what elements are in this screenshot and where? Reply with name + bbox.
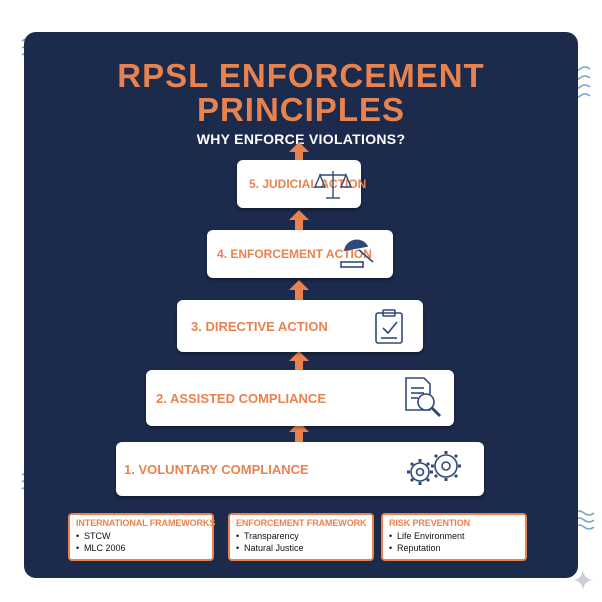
card-risk-prevention: RISK PREVENTION Life Environment Reputat… xyxy=(381,513,527,561)
gavel-icon xyxy=(337,236,377,277)
card-item: STCW xyxy=(76,530,206,542)
arrow-up-icon xyxy=(289,351,309,376)
sparkle-icon xyxy=(572,569,594,596)
arrow-up-icon xyxy=(289,210,309,235)
card-item: Reputation xyxy=(389,542,519,554)
step-label: 1. VOLUNTARY COMPLIANCE xyxy=(124,461,309,477)
arrow-up-icon xyxy=(289,280,309,305)
card-enforcement-framework: ENFORCEMENT FRAMEWORK Transparency Natur… xyxy=(228,513,374,561)
card-item: Transparency xyxy=(236,530,366,542)
clipboard-check-icon xyxy=(373,308,407,351)
card-item: MLC 2006 xyxy=(76,542,206,554)
card-title: ENFORCEMENT FRAMEWORK xyxy=(236,518,367,528)
document-search-icon xyxy=(402,376,444,425)
step-judicial-action: 5. JUDICIAL ACTION xyxy=(237,160,366,208)
card-title: INTERNATIONAL FRAMEWORKS xyxy=(76,518,216,528)
title-line-1: RPSL ENFORCEMENT xyxy=(117,57,485,94)
step-label: 2. ASSISTED COMPLIANCE xyxy=(156,390,326,406)
step-directive-action: 3. DIRECTIVE ACTION xyxy=(177,300,423,352)
title-line-2: PRINCIPLES xyxy=(196,91,406,128)
subtitle: WHY ENFORCE VIOLATIONS? xyxy=(196,131,406,147)
scales-icon xyxy=(313,168,353,207)
step-enforcement-action: 4. ENFORCEMENT ACTION xyxy=(207,230,393,278)
step-assisted-compliance: 2. ASSISTED COMPLIANCE xyxy=(146,370,454,426)
step-label: 4. ENFORCEMENT ACTION xyxy=(217,247,372,261)
card-international-frameworks: INTERNATIONAL FRAMEWORKS STCW MLC 2006 xyxy=(68,513,216,561)
arrow-up-icon xyxy=(289,422,309,447)
card-item: Natural Justice xyxy=(236,542,366,554)
card-item: Life Environment xyxy=(389,530,519,542)
arrow-up-icon xyxy=(289,142,309,165)
card-title: RISK PREVENTION xyxy=(389,518,471,528)
step-label: 3. DIRECTIVE ACTION xyxy=(191,318,328,334)
step-voluntary-compliance: 1. VOLUNTARY COMPLIANCE xyxy=(116,442,484,496)
step-label: 5. JUDICIAL ACTION xyxy=(249,177,367,191)
infographic-panel: RPSL ENFORCEMENT PRINCIPLES WHY ENFORCE … xyxy=(24,32,578,578)
gears-icon xyxy=(404,448,466,495)
